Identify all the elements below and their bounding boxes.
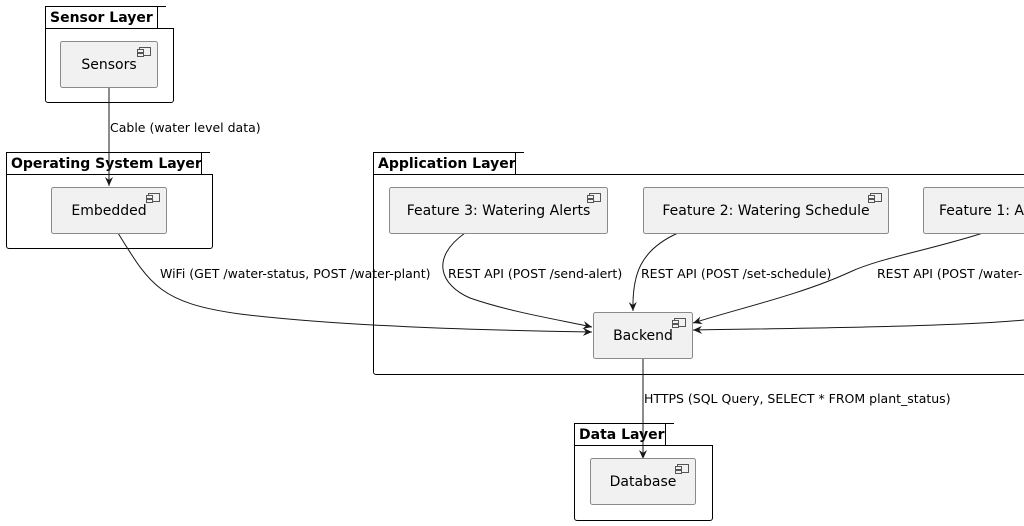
component-label: Feature 2: Watering Schedule [662,202,870,219]
component-icon [675,464,689,474]
edge-label-sensors-embedded: Cable (water level data) [110,120,261,135]
component-icon [868,193,882,203]
edge-label-embedded-backend: WiFi (GET /water-status, POST /water-pla… [160,266,431,281]
component-icon [137,47,151,57]
component-label: Database [609,473,677,490]
component-icon [672,318,686,328]
component-label: Sensors [81,56,137,73]
package-tab-sensor-layer: Sensor Layer [45,6,166,28]
edge-label-feature1-backend: REST API (POST /water- [877,266,1023,281]
package-application-layer [373,174,1024,375]
edge-feature2-backend [628,232,679,312]
edge-label-feature3-backend: REST API (POST /send-alert) [448,266,623,281]
component-sensors[interactable]: Sensors [60,41,158,88]
edge-label-feature2-backend: REST API (POST /set-schedule) [641,266,832,281]
component-icon [146,193,160,203]
component-label: Embedded [71,202,147,219]
component-icon [587,193,601,203]
component-backend[interactable]: Backend [593,312,693,359]
edge-embedded-backend [117,232,593,336]
component-feature-3[interactable]: Feature 3: Watering Alerts [389,187,608,234]
package-tab-application-layer: Application Layer [373,152,524,174]
component-feature-1[interactable]: Feature 1: A [923,187,1024,234]
edge-feature3-backend [442,232,593,329]
edge-label-backend-database: HTTPS (SQL Query, SELECT * FROM plant_st… [644,391,951,406]
edge-feature1-backend [692,232,984,325]
component-label: Backend [613,327,673,344]
component-embedded[interactable]: Embedded [51,187,167,234]
component-feature-2[interactable]: Feature 2: Watering Schedule [643,187,889,234]
package-tab-os-layer: Operating System Layer [6,152,210,174]
component-database[interactable]: Database [590,458,696,505]
component-label: Feature 1: A [939,202,1024,219]
edge-application-backend [692,319,1024,334]
component-label: Feature 3: Watering Alerts [406,202,591,219]
